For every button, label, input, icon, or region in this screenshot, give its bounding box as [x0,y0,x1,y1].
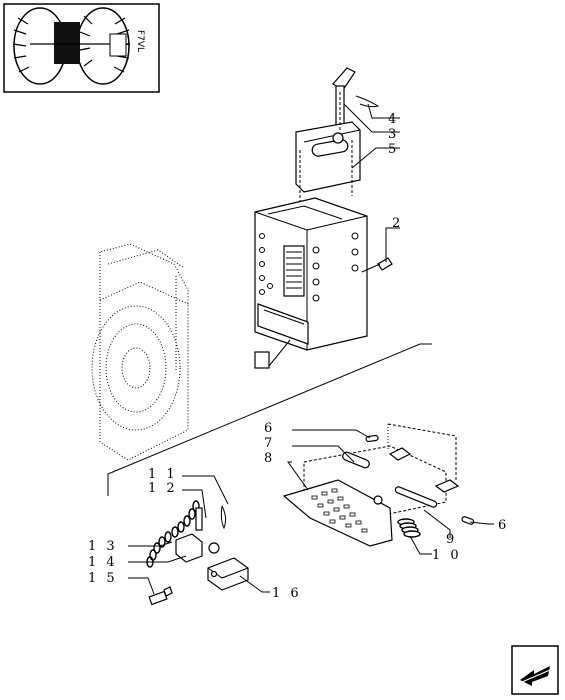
sliding-bracket [295,92,361,210]
thumbnail-brand-text: F7VL [135,30,145,52]
drawbar-frame [254,197,393,351]
callout-11: 1 1 [148,467,178,482]
next-page-arrow-icon[interactable] [511,645,559,695]
callout-2: 2 [392,216,403,231]
chain-and-hook-assembly [146,500,249,606]
tractor-housing-outline [91,243,189,461]
callout-6-top: 6 [264,421,275,436]
step-plate-assembly [282,423,475,547]
callout-14: 1 4 [88,555,118,570]
callout-8: 8 [264,451,275,466]
callout-15: 1 5 [88,571,118,586]
reference-tag [254,351,270,369]
callout-6-right: 6 [498,518,509,533]
leader-lines [128,103,494,595]
section-divider [107,343,432,496]
callout-12: 1 2 [148,481,178,496]
callout-3: 3 [388,127,399,142]
callout-4: 4 [388,112,399,127]
callout-7: 7 [264,436,275,451]
callout-10: 1 0 [432,548,462,563]
callout-16: 1 6 [272,586,302,601]
callout-9: 9 [446,532,457,547]
callout-13: 1 3 [88,539,118,554]
callout-5: 5 [388,142,399,157]
tractor-locator-icon[interactable]: F7VL [3,3,160,93]
